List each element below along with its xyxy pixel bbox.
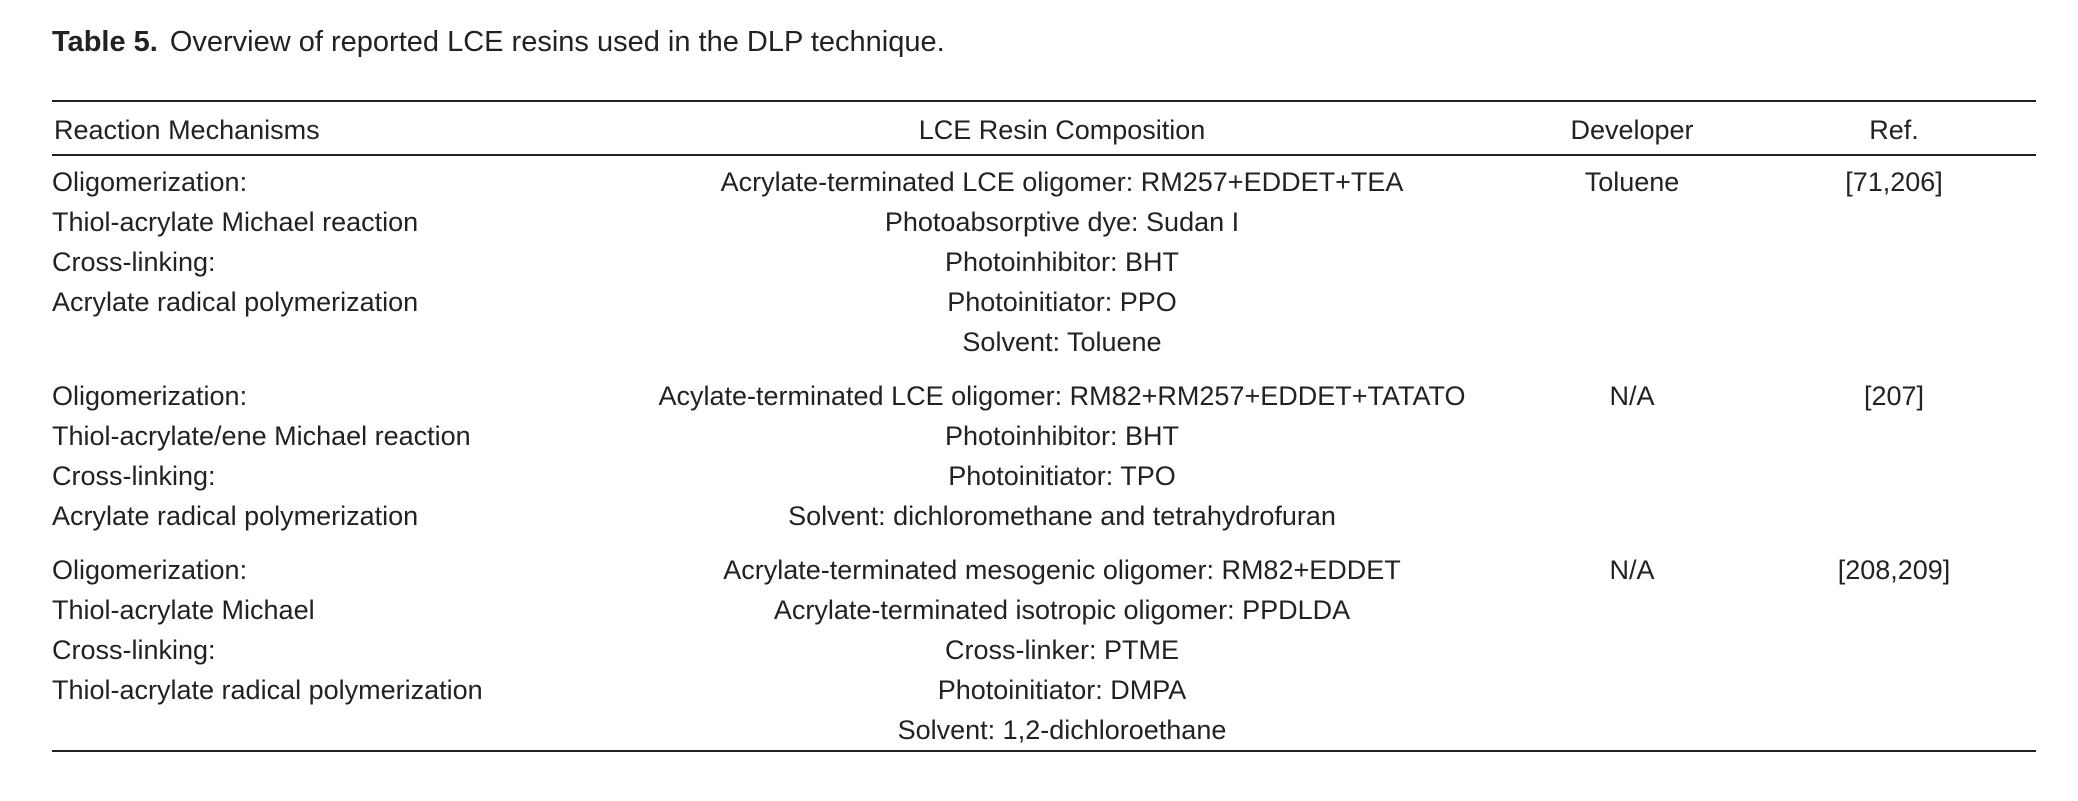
composition-line: Cross-linker: PTME — [944, 635, 1180, 665]
developer-cell: N/A — [1512, 366, 1752, 540]
mechanism-line: Acrylate radical polymerization — [52, 287, 419, 317]
mechanism-line: Oligomerization: — [52, 167, 248, 197]
developer-cell: Toluene — [1512, 155, 1752, 366]
composition-line: Solvent: dichloromethane and tetrahydrof… — [788, 501, 1336, 531]
composition-line: Solvent: 1,2-dichloroethane — [897, 715, 1227, 745]
composition-line: Photoinhibitor: BHT — [944, 421, 1180, 451]
composition-line: Acrylate-terminated isotropic oligomer: … — [773, 595, 1351, 625]
mechanism-line: Cross-linking: — [52, 247, 216, 277]
mechanism-line: Thiol-acrylate radical polymerization — [52, 675, 483, 705]
resin-table-container: Reaction Mechanisms LCE Resin Compositio… — [52, 100, 2036, 752]
table-body: Oligomerization: Thiol-acrylate Michael r… — [52, 155, 2036, 751]
header-ref: Ref. — [1752, 100, 2036, 156]
reaction-mechanisms-cell: Oligomerization: Thiol-acrylate Michael r… — [52, 155, 612, 366]
developer-value: Toluene — [1584, 167, 1680, 197]
composition-line: Acrylate-terminated LCE oligomer: RM257+… — [720, 167, 1404, 197]
ref-cell: [71,206] — [1752, 155, 2036, 366]
composition-line: Photoinitiator: DMPA — [937, 675, 1187, 705]
table-row: Oligomerization: Thiol-acrylate/ene Micha… — [52, 366, 2036, 540]
mechanism-line: Oligomerization: — [52, 381, 248, 411]
ref-value: [207] — [1863, 381, 1925, 411]
resin-table: Reaction Mechanisms LCE Resin Compositio… — [52, 100, 2036, 752]
resin-composition-cell: Acrylate-terminated LCE oligomer: RM257+… — [612, 155, 1512, 366]
resin-composition-cell: Acylate-terminated LCE oligomer: RM82+RM… — [612, 366, 1512, 540]
composition-line: Photoinitiator: TPO — [948, 461, 1176, 491]
composition-line: Photoinhibitor: BHT — [944, 247, 1180, 277]
mechanism-line: Cross-linking: — [52, 461, 216, 491]
header-reaction-mechanisms: Reaction Mechanisms — [52, 100, 612, 156]
composition-line: Solvent: Toluene — [962, 327, 1162, 357]
mechanism-line: Thiol-acrylate/ene Michael reaction — [52, 421, 471, 451]
mechanism-line: Thiol-acrylate Michael reaction — [52, 207, 419, 237]
table-row: Oligomerization: Thiol-acrylate Michael r… — [52, 155, 2036, 366]
composition-line: Photoinitiator: PPO — [947, 287, 1177, 317]
table-header: Reaction Mechanisms LCE Resin Compositio… — [52, 100, 2036, 156]
table-caption-text: Overview of reported LCE resins used in … — [169, 26, 945, 58]
developer-cell: N/A — [1512, 540, 1752, 751]
reaction-mechanisms-cell: Oligomerization: Thiol-acrylate/ene Micha… — [52, 366, 612, 540]
ref-cell: [208,209] — [1752, 540, 2036, 751]
table-caption: Table 5. Overview of reported LCE resins … — [52, 20, 945, 64]
composition-line: Acrylate-terminated mesogenic oligomer: … — [723, 555, 1401, 585]
table-caption-label: Table 5. — [52, 26, 158, 58]
resin-composition-cell: Acrylate-terminated mesogenic oligomer: … — [612, 540, 1512, 751]
header-developer: Developer — [1512, 100, 1752, 156]
ref-value: [208,209] — [1837, 555, 1951, 585]
header-lce-resin-composition: LCE Resin Composition — [612, 100, 1512, 156]
composition-line: Acylate-terminated LCE oligomer: RM82+RM… — [658, 381, 1466, 411]
developer-value: N/A — [1609, 381, 1655, 411]
developer-value: N/A — [1609, 555, 1655, 585]
mechanism-line: Oligomerization: — [52, 555, 248, 585]
ref-cell: [207] — [1752, 366, 2036, 540]
mechanism-line: Acrylate radical polymerization — [52, 501, 419, 531]
header-row: Reaction Mechanisms LCE Resin Compositio… — [52, 100, 2036, 156]
ref-value: [71,206] — [1845, 167, 1943, 197]
mechanism-line: Thiol-acrylate Michael — [52, 595, 315, 625]
mechanism-line: Cross-linking: — [52, 635, 216, 665]
composition-line: Photoabsorptive dye: Sudan I — [884, 207, 1240, 237]
